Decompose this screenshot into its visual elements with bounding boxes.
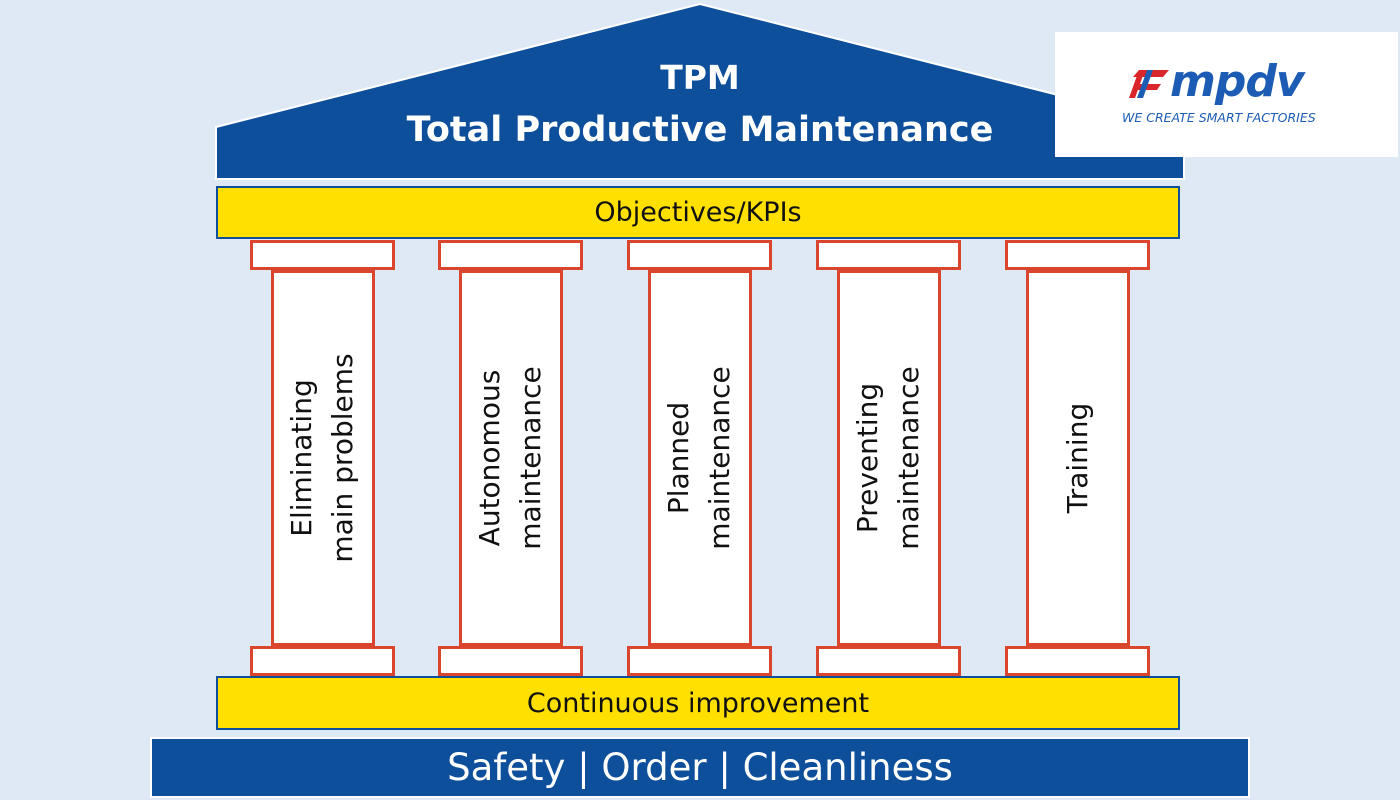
pillar-3-top-cap: [627, 240, 772, 270]
logo-tagline: WE CREATE SMART FACTORIES: [1122, 110, 1316, 125]
pillar-5-bottom-cap: [1005, 646, 1150, 676]
pillar-4-shaft: [837, 270, 941, 646]
pillar-4-label: Preventing maintenance: [851, 366, 925, 550]
pillar-1-top-cap: [250, 240, 395, 270]
pillar-5-shaft: [1026, 270, 1130, 646]
pillar-5-label: Training: [1060, 402, 1094, 514]
pillar-4-top-cap: [816, 240, 961, 270]
pillar-3-bottom-cap: [627, 646, 772, 676]
mpdv-logo: mpdv WE CREATE SMART FACTORIES: [1055, 32, 1398, 157]
foundation-base: Safety | Order | Cleanliness: [150, 737, 1250, 798]
pillar-2-label: Autonomous maintenance: [473, 366, 547, 550]
pillar-1-shaft: [271, 270, 375, 646]
pillar-2-top-cap: [438, 240, 583, 270]
pillar-2-bottom-cap: [438, 646, 583, 676]
pillar-4-bottom-cap: [816, 646, 961, 676]
pillar-5-top-cap: [1005, 240, 1150, 270]
objectives-band: Objectives/KPIs: [216, 186, 1180, 239]
continuous-improvement-band: Continuous improvement: [216, 676, 1180, 730]
roof-title-acronym: TPM: [660, 58, 740, 97]
pillar-1-bottom-cap: [250, 646, 395, 676]
logo-wordmark: mpdv: [1170, 56, 1305, 107]
pillar-3-label: Planned maintenance: [662, 366, 736, 550]
roof-title-full: Total Productive Maintenance: [406, 110, 994, 150]
mpdv-logo-mark-icon: [1129, 70, 1169, 98]
pillar-1-label: Eliminating main problems: [285, 353, 359, 563]
pillar-3-shaft: [648, 270, 752, 646]
pillar-2-shaft: [459, 270, 563, 646]
